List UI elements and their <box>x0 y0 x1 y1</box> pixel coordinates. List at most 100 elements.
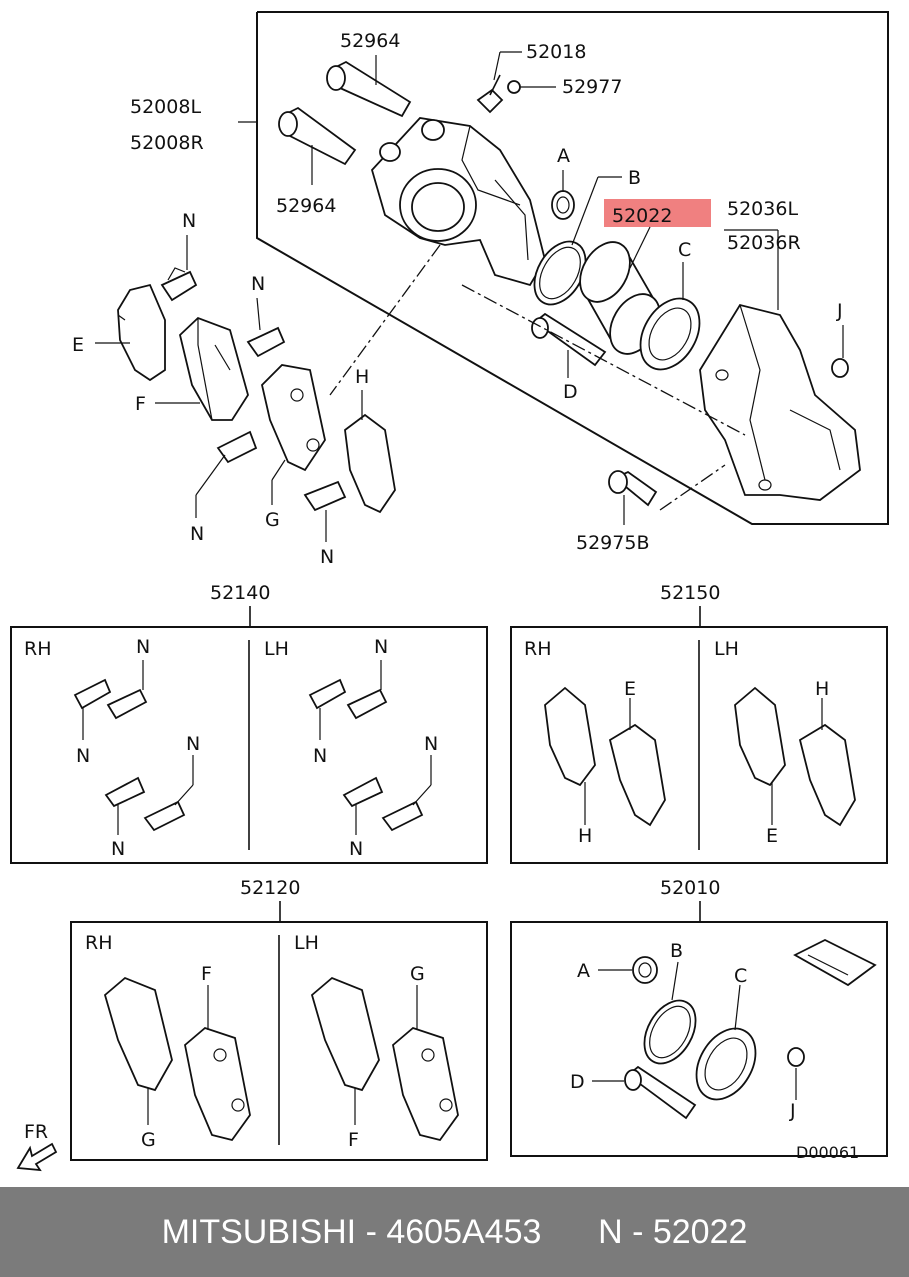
kit-52120-f-2: F <box>348 1129 359 1151</box>
kit-52140-n-6: N <box>313 745 327 767</box>
footer-brand: MITSUBISHI <box>161 1212 357 1251</box>
kit-52140-clips <box>73 678 424 832</box>
leader-lines-main <box>95 51 844 542</box>
kit-52140-n-2: N <box>76 745 90 767</box>
kit-52140-number: 52140 <box>210 582 270 604</box>
centerline-piston <box>461 284 746 436</box>
kit-52010-d: D <box>570 1071 585 1093</box>
guide-bolt-lower <box>278 106 357 166</box>
kit-52010-part-j <box>787 1047 805 1067</box>
footer-ref: N - 52022 <box>598 1212 748 1251</box>
part-c-piston-boot <box>639 297 701 371</box>
kit-52140-n-5: N <box>374 636 388 658</box>
bracket-bolt <box>608 470 658 507</box>
label-52975b: 52975B <box>576 532 649 554</box>
parts-diagram: 52964 52018 52977 52008L 52008R 52964 A … <box>10 11 889 1172</box>
clip-n-upper-left <box>160 267 198 302</box>
kit-52150-e-2: E <box>766 825 778 847</box>
label-52018: 52018 <box>526 41 586 63</box>
kit-52150-leaders <box>584 698 823 825</box>
kit-52150-h-1: H <box>578 825 592 847</box>
kit-52120-g-2: G <box>410 963 425 985</box>
label-52036l: 52036L <box>727 198 798 220</box>
label-52036r: 52036R <box>727 232 801 254</box>
clip-n-lower-right <box>303 480 347 512</box>
label-n-mid: N <box>251 273 265 295</box>
kit-52150-box <box>510 626 888 864</box>
part-b-piston-seal <box>533 240 587 306</box>
kit-52010-a: A <box>577 960 590 982</box>
label-g: G <box>265 509 280 531</box>
kit-52140-n-8: N <box>349 838 363 860</box>
kit-52120-rh: RH <box>85 932 113 954</box>
kit-52010-part-b <box>643 999 697 1065</box>
footer-gap <box>541 1213 598 1252</box>
kit-52140-leaders <box>82 660 432 835</box>
kit-52010-box <box>510 921 888 1157</box>
footer-part-number: 4605A453 <box>386 1212 542 1251</box>
fr-label: FR <box>24 1121 48 1143</box>
label-52964-upper: 52964 <box>340 30 400 52</box>
centerline-caliper <box>329 244 441 396</box>
kit-52150-rh: RH <box>524 638 552 660</box>
shim-h <box>344 413 396 514</box>
kit-52150-number: 52150 <box>660 582 720 604</box>
diagram-code: D00061 <box>796 1143 859 1162</box>
kit-52010-part-d <box>624 1065 697 1120</box>
main-frame <box>256 11 889 525</box>
piston-52022 <box>578 241 662 355</box>
label-n-bottom-right: N <box>320 546 334 568</box>
kit-52150-e-1: E <box>624 678 636 700</box>
kit-52010-number: 52010 <box>660 877 720 899</box>
kit-52010-part-c <box>695 1027 757 1101</box>
kit-52120-pads <box>103 976 459 1142</box>
kit-52010-c: C <box>734 965 747 987</box>
kit-52120-f-1: F <box>201 963 212 985</box>
label-n-bottom-left: N <box>190 523 204 545</box>
label-f: F <box>135 393 146 415</box>
bleeder-screw <box>476 74 504 114</box>
kit-52140-box <box>10 626 488 864</box>
label-n-top: N <box>182 210 196 232</box>
pad-f <box>179 316 249 421</box>
pad-g <box>261 364 326 472</box>
highlight-52022 <box>604 199 711 227</box>
bleeder-cap <box>507 80 521 94</box>
footer-bar: MITSUBISHI - 4605A453 N - 52022 <box>0 1187 909 1277</box>
label-52022: 52022 <box>612 205 672 227</box>
label-e: E <box>72 334 84 356</box>
kit-52150-shims <box>544 686 856 827</box>
clip-n-upper-right <box>246 326 286 358</box>
label-52977: 52977 <box>562 76 622 98</box>
label-a: A <box>557 145 570 167</box>
label-c: C <box>678 239 691 261</box>
kit-52150-h-2: H <box>815 678 829 700</box>
kit-52010-j: J <box>789 1100 796 1122</box>
kit-52010-b: B <box>670 940 683 962</box>
fr-arrow-icon <box>16 1142 58 1172</box>
kit-52010-grease-packet <box>793 938 877 987</box>
footer-separator: - <box>356 1212 387 1251</box>
centerline-bolt <box>659 464 726 511</box>
kit-52140-n-3: N <box>186 733 200 755</box>
kit-52150-lh: LH <box>714 638 739 660</box>
kit-52010-part-a <box>632 956 658 984</box>
kit-52120-g-1: G <box>141 1129 156 1151</box>
label-b: B <box>628 167 641 189</box>
clip-n-lower-left <box>216 430 258 464</box>
label-j: J <box>836 300 843 322</box>
kit-52010-leaders <box>592 961 797 1100</box>
kit-52140-rh: RH <box>24 638 52 660</box>
kit-52120-leaders <box>147 985 418 1125</box>
kit-52120-box <box>70 921 488 1161</box>
label-52008r: 52008R <box>130 132 204 154</box>
caliper-support-bracket <box>699 303 861 501</box>
kit-52120-lh: LH <box>294 932 319 954</box>
kit-52120-number: 52120 <box>240 877 300 899</box>
kit-52140-n-7: N <box>424 733 438 755</box>
kit-52140-lh: LH <box>264 638 289 660</box>
kit-52140-n-4: N <box>111 838 125 860</box>
label-52964-lower: 52964 <box>276 195 336 217</box>
part-j-cap <box>831 358 849 378</box>
kit-52140-n-1: N <box>136 636 150 658</box>
